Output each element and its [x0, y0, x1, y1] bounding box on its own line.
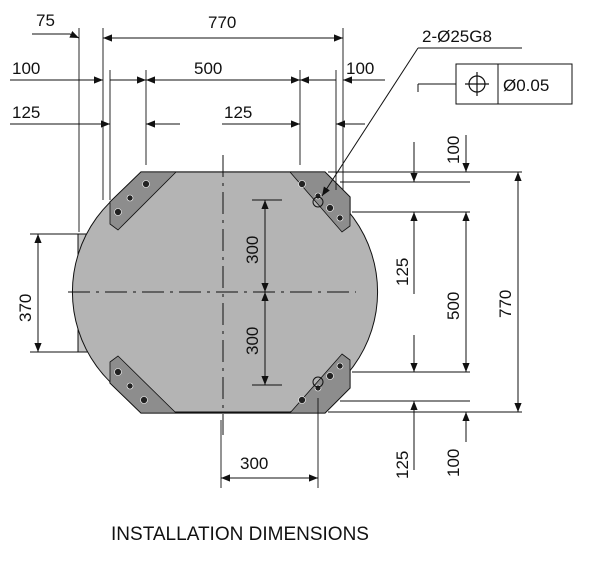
- dim-label-500-top: 500: [194, 59, 222, 78]
- dim-label-100-right: 100: [346, 59, 374, 78]
- tolerance-frame: [417, 63, 573, 105]
- dim-label-75: 75: [36, 11, 55, 30]
- dimension-75: [32, 31, 80, 39]
- dim-label-770-right: 770: [496, 290, 515, 318]
- extension-lines: [30, 28, 522, 488]
- dim-label-100-left: 100: [12, 59, 40, 78]
- bolt-holes: [114, 180, 344, 404]
- dim-label-125-right-bottom: 125: [393, 451, 412, 479]
- hole-callout-leader: [321, 47, 522, 197]
- hole-spec-label: 2-Ø25G8: [422, 27, 492, 46]
- tolerance-value: Ø0.05: [503, 76, 549, 95]
- dim-label-370: 370: [16, 294, 35, 322]
- dim-label-125-right: 125: [224, 103, 252, 122]
- dim-label-100-right-top: 100: [444, 136, 463, 164]
- dim-label-300-bottom: 300: [240, 454, 268, 473]
- centre-lines: [68, 155, 356, 435]
- drawing-caption: INSTALLATION DIMENSIONS: [111, 524, 369, 545]
- dim-label-300-upper: 300: [243, 236, 262, 264]
- dim-label-125-right-top: 125: [393, 258, 412, 286]
- dim-label-125-left: 125: [12, 103, 40, 122]
- dim-label-770-top: 770: [208, 13, 236, 32]
- dim-label-300-lower: 300: [243, 327, 262, 355]
- dim-label-500-right: 500: [444, 292, 463, 320]
- locating-pins: [312, 196, 324, 388]
- position-icon: [465, 72, 489, 96]
- dim-label-100-right-bottom: 100: [444, 449, 463, 477]
